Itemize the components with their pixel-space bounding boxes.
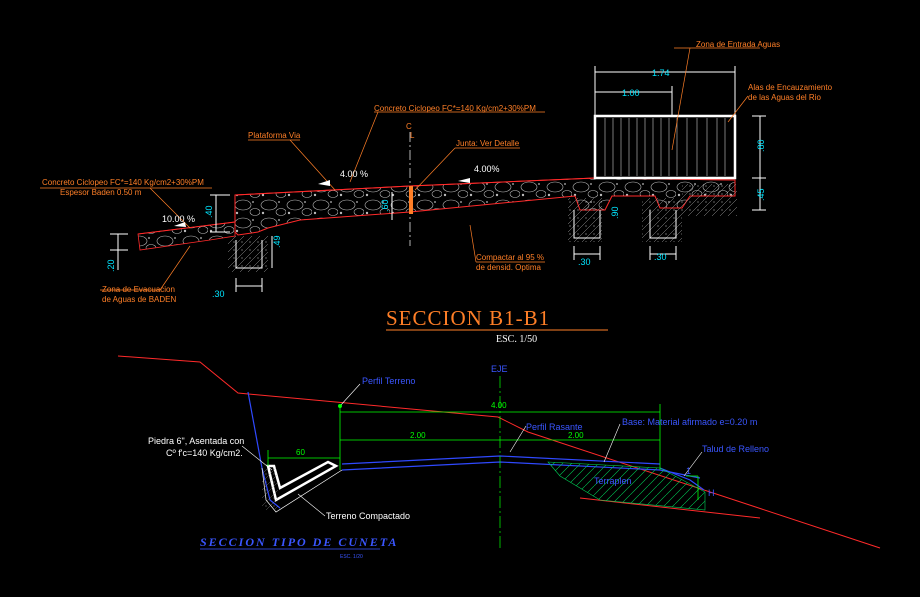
- dim-49: .49: [272, 235, 282, 248]
- foundation-right-soil: [642, 198, 682, 242]
- joint-marker: [409, 186, 413, 214]
- left-slab: [137, 221, 236, 251]
- label-alas-2: de las Aguas del Rio: [748, 93, 821, 102]
- label-one: 1: [686, 466, 691, 476]
- scale-b1: ESC. 1/50: [496, 334, 537, 345]
- section-b1-drawing: [40, 47, 766, 292]
- label-base: Base: Material afirmado e=0.20 m: [622, 417, 757, 427]
- dim-60: .60: [380, 199, 390, 212]
- label-perfil-rasante: Perfil Rasante: [526, 422, 583, 432]
- pct-right: 4.00%: [474, 164, 500, 174]
- label-junta: Junta: Ver Detalle: [456, 139, 520, 148]
- foundation-right-outline: [649, 210, 677, 239]
- dim-200a: 2.00: [410, 431, 426, 440]
- slope-arrow-right: [458, 178, 470, 183]
- label-terraplen: Terraplen: [594, 476, 632, 486]
- terrain-marker: [338, 404, 342, 408]
- section-cuneta-drawing: [117, 355, 881, 549]
- label-alas: Alas de Encauzamiento: [748, 83, 833, 92]
- dim-30c: .30: [654, 252, 667, 262]
- dimension-lines-b1: [110, 66, 766, 292]
- label-zona-evac: Zona de Evacuacion: [102, 285, 175, 294]
- talud-line: [659, 467, 705, 491]
- right-bank-soil: [682, 184, 737, 216]
- entrance-box-hatch: [604, 118, 726, 176]
- entrance-box: [593, 114, 737, 180]
- fill-bottom-line: [579, 497, 761, 519]
- label-zona-evac-2: de Aguas de BADEN: [102, 295, 176, 304]
- dim-60-cuneta: 60: [296, 448, 305, 457]
- label-zona-entrada: Zona de Entrada Aguas: [696, 40, 780, 49]
- dim-80: .80: [756, 139, 766, 152]
- label-piedra: Piedra 6", Asentada con: [148, 436, 244, 446]
- leader-lines-cuneta: [241, 383, 703, 517]
- dim-20: .20: [106, 259, 116, 272]
- dim-45: .45: [756, 188, 766, 201]
- label-terreno-compactado: Terreno Compactado: [326, 511, 410, 521]
- foundation-mid-outline: [573, 210, 601, 239]
- dim-174: 1.74: [652, 68, 670, 78]
- cl-l: L: [410, 131, 415, 140]
- dim-30a: .30: [212, 289, 225, 299]
- label-talud: Talud de Relleno: [702, 444, 769, 454]
- foundation-left-outline: [235, 240, 263, 269]
- label-eje: EJE: [491, 364, 508, 374]
- label-compactar-2: de densid. Optima: [476, 263, 541, 272]
- terrain-profile-line: [117, 355, 881, 549]
- dim-90: .90: [610, 206, 620, 219]
- dim-30b: .30: [578, 257, 591, 267]
- baden-concrete-body: [234, 177, 736, 236]
- foundation-mid-soil: [568, 198, 602, 242]
- dim-100: 1.00: [622, 88, 640, 98]
- terraplen-hatch: [547, 461, 706, 511]
- cuneta-shape: [266, 460, 339, 502]
- dim-400: 4.00: [491, 401, 507, 410]
- pct-10: 10.00 %: [162, 214, 195, 224]
- pct-left: 4.00 %: [340, 169, 368, 179]
- label-compactar: Compactar al 95 %: [476, 253, 544, 262]
- dim-40: .40: [204, 205, 214, 218]
- label-perfil-terreno: Perfil Terreno: [362, 376, 415, 386]
- title-seccion-b1: SECCION B1-B1: [386, 306, 550, 330]
- leader-lines-b1: [40, 47, 760, 291]
- slope-arrow-ten: [174, 222, 186, 227]
- label-piedra-2: Cº f'c=140 Kg/cm2.: [166, 448, 243, 458]
- label-concreto-left: Concreto Ciclopeo FC*=140 Kg/cm2+30%PM: [42, 178, 204, 187]
- dim-200b: 2.00: [568, 431, 584, 440]
- slope-arrow-left: [318, 180, 330, 186]
- foundation-left-soil: [228, 236, 268, 272]
- cuneta-stone: [262, 468, 278, 510]
- label-h: H: [708, 488, 715, 498]
- cl-c: C: [406, 122, 412, 131]
- scale-cuneta: ESC. 1/20: [340, 554, 363, 560]
- label-plataforma: Plataforma Via: [248, 131, 301, 140]
- dimension-lines-cuneta: [267, 404, 699, 500]
- label-espesor: Espesor Baden 0.50 m: [60, 188, 142, 197]
- label-concreto-top: Concreto Ciclopeo FC*=140 Kg/cm2+30%PM: [374, 104, 536, 113]
- title-seccion-cuneta: SECCION TIPO DE CUNETA: [200, 535, 398, 549]
